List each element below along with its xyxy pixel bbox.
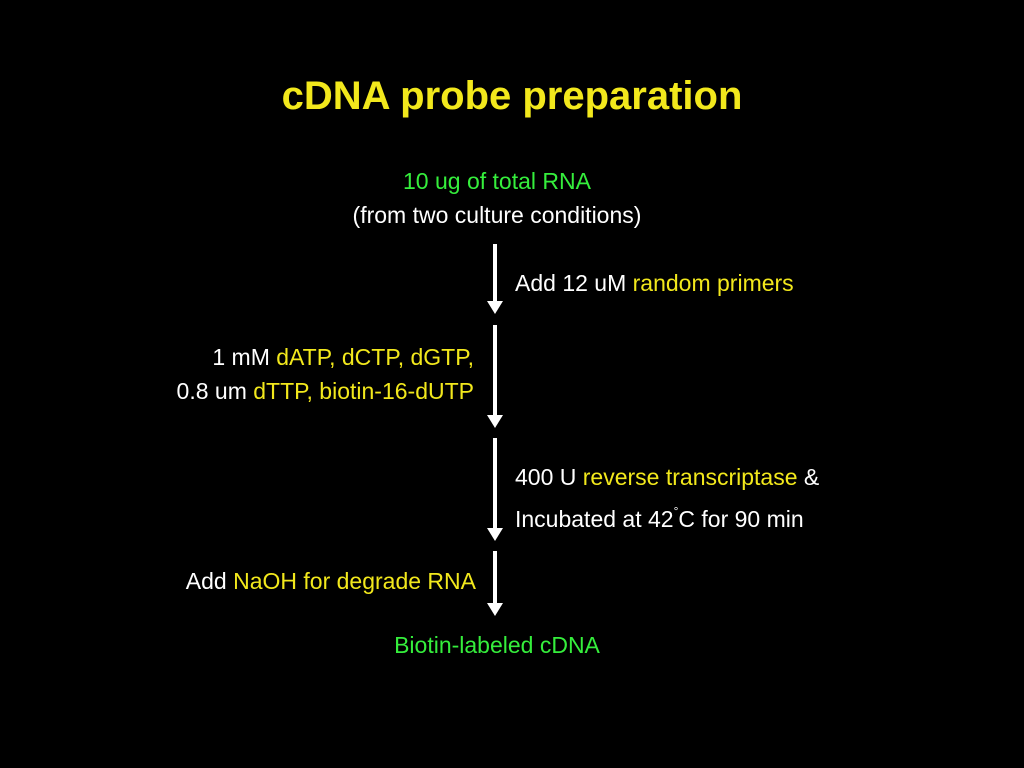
degree-symbol: ° (673, 504, 679, 518)
step-2-line-2: 0.8 um dTTP, biotin-16-dUTP (60, 374, 474, 408)
arrow-3 (487, 438, 503, 541)
step-3-line-1-reagent: reverse transcriptase (582, 464, 798, 490)
start-node-sublabel: (from two culture conditions) (352, 202, 642, 228)
step-3-line-2-before: Incubated at 42 (515, 506, 674, 532)
step-3-line-1-suffix: & (797, 464, 820, 490)
arrow-4 (487, 551, 503, 616)
slide-title: cDNA probe preparation (281, 74, 743, 118)
step-3-annotation: 400 U reverse transcriptase & Incubated … (515, 460, 819, 536)
step-1-prefix: Add 12 uM (515, 270, 633, 296)
step-4-reagent: NaOH for degrade RNA (233, 568, 476, 594)
arrow-1 (487, 244, 503, 314)
step-3-line-1: 400 U reverse transcriptase & (515, 460, 819, 494)
step-2-line-2-reagent: dTTP, biotin-16-dUTP (253, 378, 474, 404)
step-4-annotation: Add NaOH for degrade RNA (60, 564, 476, 598)
end-node-label: Biotin-labeled cDNA (394, 632, 600, 658)
step-1-annotation: Add 12 uM random primers (515, 266, 794, 300)
step-2-line-1: 1 mM dATP, dCTP, dGTP, (60, 340, 474, 374)
arrow-2 (487, 325, 503, 428)
step-2-line-1-reagent: dATP, dCTP, dGTP, (276, 344, 474, 370)
step-2-line-2-prefix: 0.8 um (176, 378, 254, 404)
step-3-line-2-after: C for 90 min (678, 506, 804, 532)
step-1-reagent: random primers (632, 270, 794, 296)
step-2-line-1-prefix: 1 mM (212, 344, 277, 370)
step-3-line-1-prefix: 400 U (515, 464, 583, 490)
start-node: 10 ug of total RNA (from two culture con… (262, 164, 732, 232)
step-2-annotation: 1 mM dATP, dCTP, dGTP, 0.8 um dTTP, biot… (60, 340, 474, 408)
start-node-label: 10 ug of total RNA (403, 168, 591, 194)
step-3-line-2: Incubated at 42°C for 90 min (515, 494, 819, 536)
step-4-prefix: Add (185, 568, 234, 594)
